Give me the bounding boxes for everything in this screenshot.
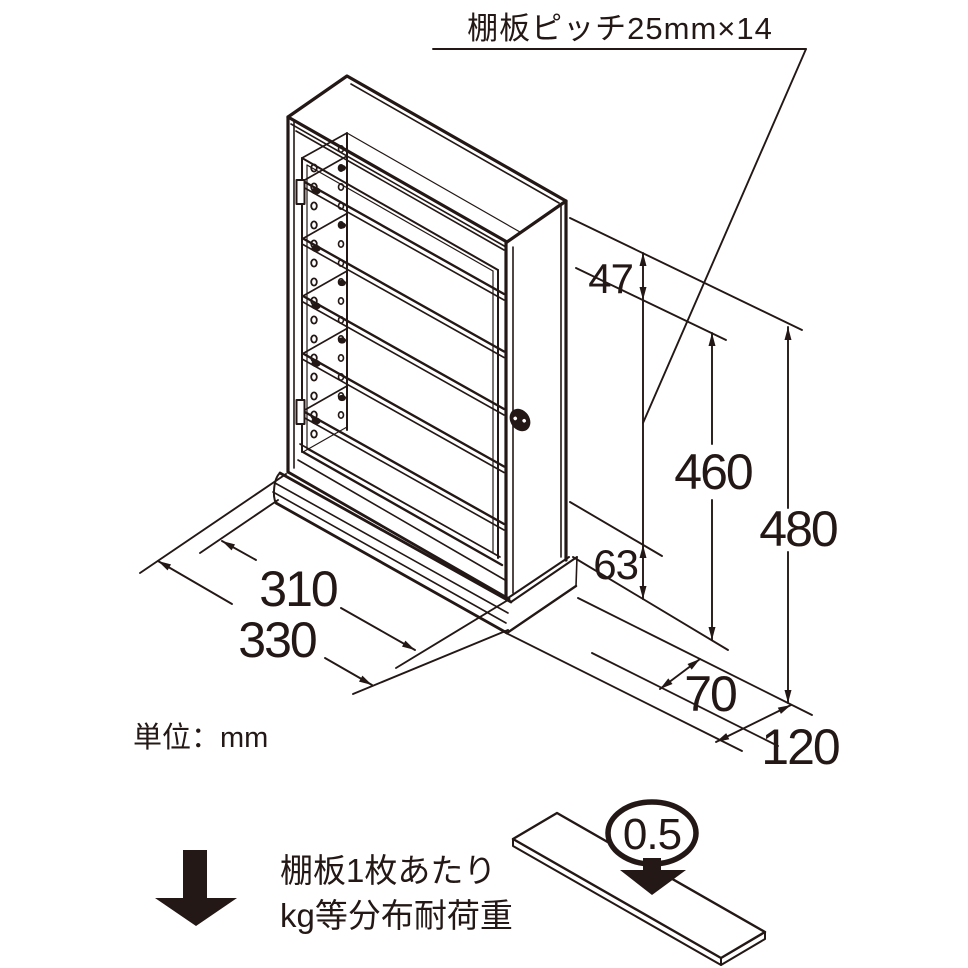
load-note: 棚板1枚あたり kg等分布耐荷重 [155,850,513,934]
down-arrow-icon [620,858,686,895]
pitch-leader-line [642,48,807,424]
shelves [301,155,506,531]
pitch-label: 棚板ピッチ25mm×14 [467,11,773,46]
shelf-line [301,212,506,359]
lock-icon [509,408,531,432]
dim-310-label: 310 [259,561,337,617]
load-value: 0.5 [623,810,681,859]
unit-note: 単位：mm [133,721,268,754]
base-molding [272,471,578,635]
cabinet-right-face [504,199,570,600]
load-note-line2: kg等分布耐荷重 [280,897,513,934]
depth-dimensions: 70 120 [659,658,841,775]
dimension-460: 460 [674,332,754,641]
dimension-47: 47 [588,252,647,600]
hinge-icon [295,179,306,425]
cabinet-drawing [272,74,578,635]
dim-70-label: 70 [684,666,736,722]
pitch-callout: 棚板ピッチ25mm×14 [432,11,807,424]
shelf-line [301,270,506,416]
dim-460-label: 460 [674,444,752,500]
dim-63-label: 63 [593,541,638,588]
load-note-line1: 棚板1枚あたり [280,852,496,889]
cabinet-left-edge [286,115,295,474]
dim-330-label: 330 [238,612,316,668]
dimension-480: 480 [759,326,839,704]
dimension-310: 310 [221,540,416,651]
shelf-plate-illustration: 0.5 [511,799,767,966]
shelf-line [301,385,506,531]
shelf-line [301,327,506,474]
cabinet-bottom [286,443,511,601]
dim-47-label: 47 [588,255,633,302]
dimension-330: 330 [157,560,373,686]
dimension-63: 63 [593,541,647,599]
dimension-70: 70 [659,658,738,722]
width-dimensions: 310 330 [139,473,509,695]
height-dimensions: 47 63 460 480 [505,217,839,752]
load-value-badge: 0.5 [605,799,699,895]
dim-480-label: 480 [759,501,837,557]
shelf-line [301,155,506,301]
down-arrow-icon [155,850,237,926]
dimension-120: 120 [715,704,841,775]
dim-120-label: 120 [761,719,839,775]
